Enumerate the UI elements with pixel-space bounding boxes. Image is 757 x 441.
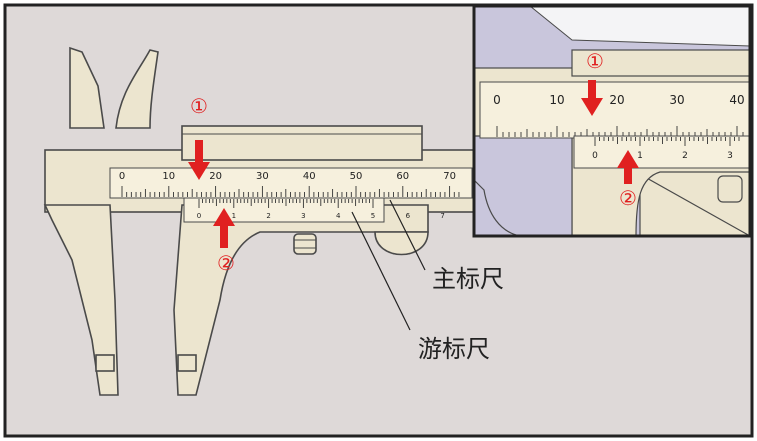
main-scale-number: 20 (209, 171, 222, 182)
vernier-scale-number: 2 (682, 151, 688, 161)
arrow-up-vernier (213, 208, 235, 248)
inset-frame (472, 4, 752, 238)
inset-main-scale-strip (479, 81, 751, 139)
main-scale-number: 10 (162, 171, 175, 182)
fixed-jaw-notch (95, 354, 115, 372)
vernier-scale-number: 0 (197, 212, 201, 220)
fixed-lower-jaw (43, 204, 119, 396)
inset-arrow-up (617, 150, 639, 184)
vernier-scale-strip (183, 197, 385, 223)
main-scale-strip (109, 167, 473, 199)
main-scale-ticks (121, 186, 460, 197)
vernier-scale-number: 5 (371, 212, 375, 220)
main-scale-numbers: 0 10 20 30 40 50 60 70 (119, 171, 456, 182)
vernier-scale-number: 7 (440, 212, 444, 220)
vernier-scale-number: 3 (727, 151, 733, 161)
slider-top-plate (181, 125, 423, 161)
inset-clamp-screw (717, 175, 743, 203)
main-scale-number: 10 (549, 93, 564, 107)
vernier-scale-number: 0 (592, 151, 598, 161)
clamp-screw (293, 233, 317, 255)
inset-marker-two: ② (619, 186, 637, 210)
inset-vernier-strip (573, 135, 751, 169)
inset-marker-one: ① (586, 49, 604, 73)
main-scale-leader (389, 199, 426, 271)
main-scale-number: 20 (609, 93, 624, 107)
inset-arrow-down (581, 80, 603, 116)
vernier-scale-leader (351, 211, 411, 331)
main-scale-number: 50 (350, 171, 363, 182)
vernier-scale-number: 6 (406, 212, 411, 220)
upper-sliding-jaw (115, 49, 159, 129)
arrow-down-main (188, 140, 210, 180)
main-scale-number: 60 (396, 171, 409, 182)
main-scale-label: 主标尺 (432, 265, 504, 293)
vernier-scale-number: 3 (301, 212, 305, 220)
inset-main-scale-numbers: 0 10 20 30 40 (493, 93, 744, 107)
main-scale-number: 30 (669, 93, 684, 107)
main-scale-number: 40 (303, 171, 316, 182)
vernier-scale-number: 4 (336, 212, 341, 220)
vernier-scale-number: 2 (266, 212, 270, 220)
vernier-scale-number: 1 (637, 151, 643, 161)
sliding-jaw-notch (177, 354, 197, 372)
vernier-scale-ticks (198, 199, 374, 208)
main-scale-number: 40 (729, 93, 744, 107)
main-scale-number: 70 (443, 171, 456, 182)
vernier-scale-label: 游标尺 (418, 335, 490, 363)
upper-fixed-jaw (69, 46, 105, 129)
main-scale-number: 0 (119, 171, 125, 182)
main-scale-number: 0 (493, 93, 501, 107)
marker-one-main: ① (190, 94, 208, 118)
inset-vernier-ticks (594, 137, 740, 146)
main-scale-number: 30 (256, 171, 269, 182)
vernier-scale-number: 1 (232, 212, 236, 220)
marker-two-main: ② (217, 251, 235, 275)
